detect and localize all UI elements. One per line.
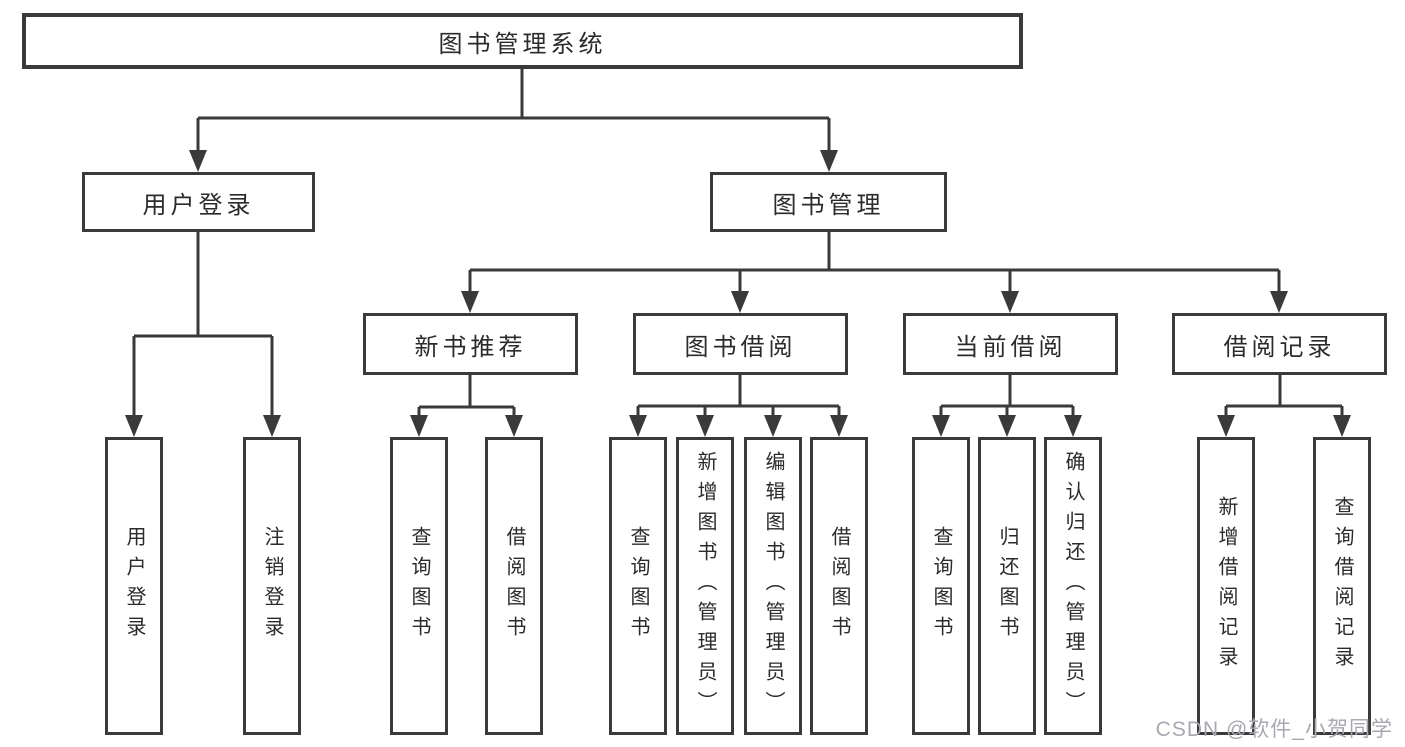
leaf-current-query-books: 查询图书 <box>912 437 970 735</box>
leaf-current-confirm-return-admin-label: 确认归还（管理员） <box>1062 451 1084 721</box>
leaf-user-login-label: 用户登录 <box>123 526 145 646</box>
leaf-records-add-record-label: 新增借阅记录 <box>1215 496 1237 676</box>
node-user-login-label: 用户登录 <box>142 191 255 219</box>
node-new-book-recommend: 新书推荐 <box>363 313 578 375</box>
leaf-borrowing-edit-books-admin: 编辑图书（管理员） <box>744 437 802 735</box>
leaf-logout-label: 注销登录 <box>261 526 283 646</box>
leaf-records-add-record: 新增借阅记录 <box>1197 437 1255 735</box>
node-new-book-recommend-label: 新书推荐 <box>414 333 527 361</box>
leaf-borrowing-add-books-admin: 新增图书（管理员） <box>676 437 734 735</box>
node-user-login: 用户登录 <box>82 172 315 232</box>
leaf-current-query-books-label: 查询图书 <box>930 526 952 646</box>
node-book-borrowing: 图书借阅 <box>633 313 848 375</box>
leaf-borrowing-borrow-books-label: 借阅图书 <box>828 526 850 646</box>
leaf-borrowing-borrow-books: 借阅图书 <box>810 437 868 735</box>
node-book-management: 图书管理 <box>710 172 947 232</box>
leaf-current-confirm-return-admin: 确认归还（管理员） <box>1044 437 1102 735</box>
leaf-borrowing-add-books-admin-label: 新增图书（管理员） <box>694 451 716 721</box>
leaf-current-return-books-label: 归还图书 <box>996 526 1018 646</box>
leaf-borrowing-query-books-label: 查询图书 <box>627 526 649 646</box>
node-book-borrowing-label: 图书借阅 <box>684 333 797 361</box>
leaf-records-query-record-label: 查询借阅记录 <box>1331 496 1353 676</box>
leaf-newbook-query-books-label: 查询图书 <box>408 526 430 646</box>
leaf-records-query-record: 查询借阅记录 <box>1313 437 1371 735</box>
csdn-watermark: CSDN @软件_小贺同学 <box>1155 718 1393 741</box>
leaf-user-login: 用户登录 <box>105 437 163 735</box>
leaf-newbook-borrow-books-label: 借阅图书 <box>503 526 525 646</box>
node-book-management-label: 图书管理 <box>772 191 885 219</box>
leaf-current-return-books: 归还图书 <box>978 437 1036 735</box>
leaf-borrowing-edit-books-admin-label: 编辑图书（管理员） <box>762 451 784 721</box>
leaf-logout: 注销登录 <box>243 437 301 735</box>
leaf-newbook-query-books: 查询图书 <box>390 437 448 735</box>
arrowheads <box>125 150 1351 437</box>
node-borrow-records: 借阅记录 <box>1172 313 1387 375</box>
node-root-label: 图书管理系统 <box>438 30 607 58</box>
node-current-borrowing-label: 当前借阅 <box>954 333 1067 361</box>
node-current-borrowing: 当前借阅 <box>903 313 1118 375</box>
node-borrow-records-label: 借阅记录 <box>1223 333 1336 361</box>
leaf-borrowing-query-books: 查询图书 <box>609 437 667 735</box>
leaf-newbook-borrow-books: 借阅图书 <box>485 437 543 735</box>
node-root: 图书管理系统 <box>22 13 1023 69</box>
connector-shafts <box>132 69 1344 417</box>
